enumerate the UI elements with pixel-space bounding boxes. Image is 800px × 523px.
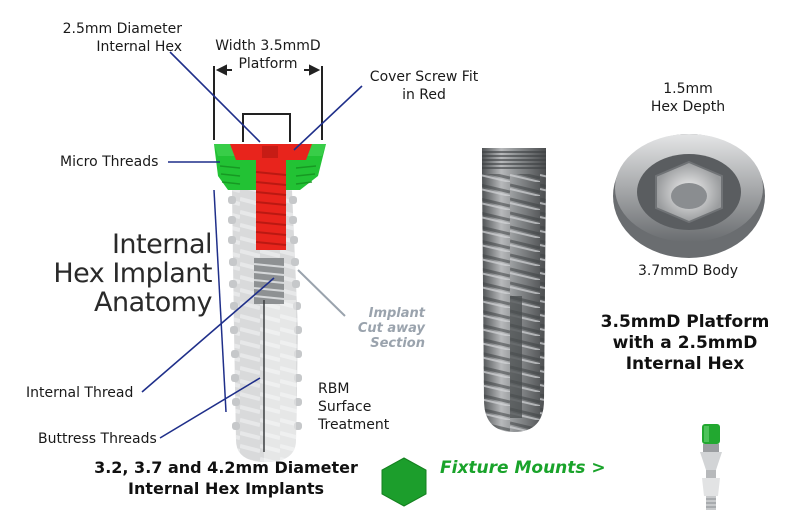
width-dimension xyxy=(213,64,323,140)
fixture-mount-icon[interactable] xyxy=(700,424,722,510)
hex-socket-outline xyxy=(242,113,291,142)
hex-platform-topview xyxy=(613,134,765,258)
width-platform-label: Width 3.5mmD Platform xyxy=(215,38,321,72)
hex-depth-label: 1.5mm Hex Depth xyxy=(650,81,726,115)
platform-caption: 3.5mmD Platform with a 2.5mmD Internal H… xyxy=(600,312,770,374)
implants-caption: 3.2, 3.7 and 4.2mm Diameter Internal Hex… xyxy=(94,458,358,498)
full-implant xyxy=(482,148,546,432)
fixture-mounts-link[interactable]: Fixture Mounts > xyxy=(440,458,606,478)
callout-lines xyxy=(141,51,363,439)
hex-diameter-label: 2.5mm Diameter Internal Hex xyxy=(62,21,182,55)
buttress-threads-label: Buttress Threads xyxy=(38,431,157,447)
cover-screw-label: Cover Screw Fit in Red xyxy=(369,69,479,103)
cutaway-section-label: Implant Cut away Section xyxy=(357,306,425,351)
cutaway-guide-line xyxy=(297,269,346,317)
body-diameter-label: 3.7mmD Body xyxy=(637,263,739,279)
rbm-surface-label: RBM Surface Treatment xyxy=(318,381,390,433)
cutaway-implant xyxy=(214,144,326,462)
body-guide-line xyxy=(213,189,227,413)
internal-thread-label: Internal Thread xyxy=(26,385,134,401)
micro-threads-label: Micro Threads xyxy=(60,154,159,170)
page-title: Internal Hex Implant Anatomy xyxy=(53,229,212,318)
green-hexagon-icon[interactable] xyxy=(381,457,427,507)
